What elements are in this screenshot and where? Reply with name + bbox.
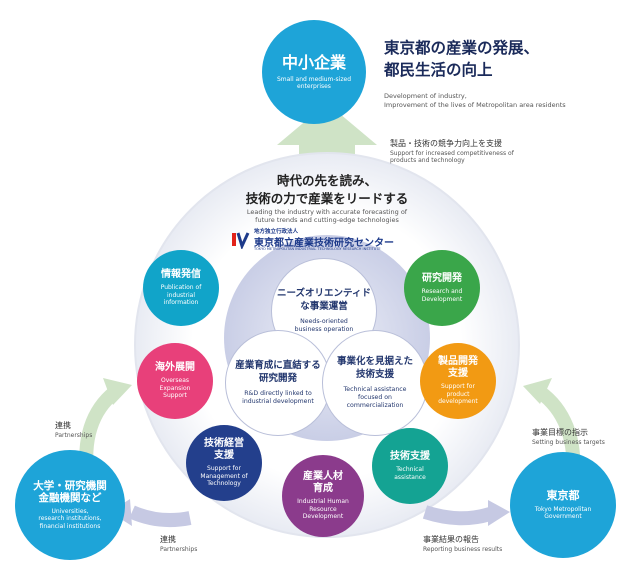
targets-jp: 事業目標の指示 bbox=[532, 428, 588, 437]
service-research: 研究開発 Research and Development bbox=[404, 250, 480, 326]
goal-subtitle: Development of industry, Improvement of … bbox=[384, 92, 566, 109]
support-label-en: Support for increased competitiveness of… bbox=[390, 150, 514, 164]
service-product-development: 製品開発 支援 Support for product development bbox=[420, 343, 496, 419]
service-mot-en: Support for Management of Technology bbox=[200, 465, 248, 488]
service-technical: 技術支援 Technical assistance bbox=[372, 428, 448, 504]
logo-corp-type: 地方独立行政法人 bbox=[254, 229, 299, 235]
partners-left-en: Universities, research institutions, fin… bbox=[38, 507, 102, 530]
goal-title: 東京都の産業の発展、 都民生活の向上 bbox=[384, 39, 540, 79]
bottom-left-arc-arrow bbox=[129, 505, 192, 527]
service-hr-en: Industrial Human Resource Development bbox=[297, 498, 349, 521]
lead-title: 時代の先を読み、 技術の力で産業をリードする bbox=[245, 173, 409, 206]
core-needs-en: Needs-oriented business operation bbox=[294, 317, 354, 333]
core-tech-en: Technical assistance focused on commerci… bbox=[343, 385, 407, 409]
reports-jp: 事業結果の報告 bbox=[423, 535, 479, 544]
core-rnd: 産業育成に直結する 研究開発 R&D directly linked to in… bbox=[225, 330, 331, 436]
service-technical-jp: 技術支援 bbox=[390, 451, 430, 462]
service-information-en: Publication of industrial information bbox=[160, 284, 202, 307]
service-mot: 技術経営 支援 Support for Management of Techno… bbox=[186, 425, 262, 501]
core-tech-jp: 事業化を見据えた 技術支援 bbox=[336, 356, 413, 380]
logo-mark-icon bbox=[232, 232, 250, 249]
service-overseas-en: Overseas Expansion Support bbox=[159, 377, 191, 400]
partnership-upper-en: Partnerships bbox=[55, 432, 93, 439]
partners-right-en: Tokyo Metropolitan Government bbox=[534, 505, 592, 521]
partners-right-jp: 東京都 bbox=[546, 489, 580, 503]
service-technical-en: Technical assistance bbox=[394, 466, 426, 481]
targets-en: Setting business targets bbox=[532, 439, 605, 446]
logo-name: 東京都立産業技術研究センター bbox=[254, 238, 394, 249]
core-needs-oriented: ニーズオリエンティド な事業運営 Needs-oriented business… bbox=[271, 258, 377, 364]
service-information: 情報発信 Publication of industrial informati… bbox=[143, 250, 219, 326]
service-research-en: Research and Development bbox=[421, 288, 463, 303]
partners-left-circle: 大学・研究機関 金融機関など Universities, research in… bbox=[15, 450, 125, 560]
core-technical-assistance: 事業化を見据えた 技術支援 Technical assistance focus… bbox=[322, 330, 428, 436]
support-label: 製品・技術の競争力向上を支援 bbox=[390, 139, 502, 148]
support-arrow-shape bbox=[277, 103, 377, 170]
sme-title: 中小企業 bbox=[281, 53, 346, 73]
core-rnd-jp: 産業育成に直結する 研究開発 bbox=[235, 360, 321, 384]
partnership-upper-jp: 連携 bbox=[55, 421, 71, 430]
partnership-lower-jp: 連携 bbox=[160, 535, 176, 544]
service-hr-jp: 産業人材 育成 bbox=[303, 471, 343, 495]
service-product-en: Support for product development bbox=[438, 383, 478, 406]
reports-en: Reporting business results bbox=[423, 546, 503, 553]
logo-name-en: TOKYO METROPOLITAN INDUSTRIAL TECHNOLOGY… bbox=[254, 247, 381, 251]
service-overseas-jp: 海外展開 bbox=[155, 362, 195, 374]
service-mot-jp: 技術経営 支援 bbox=[204, 438, 244, 462]
core-needs-jp: ニーズオリエンティド な事業運営 bbox=[277, 288, 371, 312]
service-product-jp: 製品開発 支援 bbox=[438, 356, 478, 380]
bottom-right-arc-arrow bbox=[422, 505, 493, 526]
partners-right-circle: 東京都 Tokyo Metropolitan Government bbox=[510, 452, 616, 558]
service-overseas: 海外展開 Overseas Expansion Support bbox=[137, 343, 213, 419]
core-rnd-en: R&D directly linked to industrial develo… bbox=[242, 389, 314, 405]
institute-logo: 地方独立行政法人 東京都立産業技術研究センター TOKYO METROPOLIT… bbox=[228, 225, 428, 253]
partners-left-jp: 大学・研究機関 金融機関など bbox=[33, 479, 107, 505]
sme-circle: 中小企業 Small and medium-sized enterprises bbox=[262, 20, 366, 124]
lead-subtitle: Leading the industry with accurate forec… bbox=[246, 208, 408, 225]
service-research-jp: 研究開発 bbox=[422, 273, 462, 284]
service-information-jp: 情報発信 bbox=[161, 269, 201, 281]
sme-subtitle: Small and medium-sized enterprises bbox=[276, 75, 352, 91]
partnership-lower-en: Partnerships bbox=[160, 546, 198, 553]
service-hr: 産業人材 育成 Industrial Human Resource Develo… bbox=[282, 455, 364, 537]
